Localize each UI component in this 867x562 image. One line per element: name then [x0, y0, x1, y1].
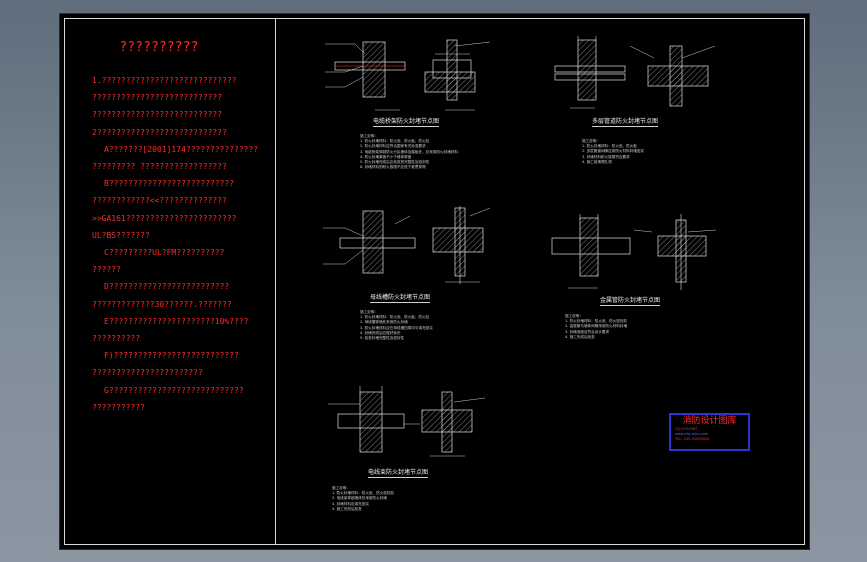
note-line: F)??????????????????????????	[104, 351, 239, 361]
notes-title: ??????????	[120, 40, 199, 55]
note-line: C?????????UL?FM??????????	[104, 248, 225, 258]
multilayer-pipe-specs: 施工说明： 1. 防火封堵材料：防火泥、防火板 2. 多层管道间隙应用防火材料封…	[582, 139, 645, 164]
wire-bundle-detail	[320, 384, 500, 464]
library-stamp: 消防设计图库 QQ:1234567 www.xfsj-tuku.com TEL:…	[669, 413, 750, 451]
note-line: A???????[2001]174???????????????	[104, 144, 259, 154]
note-line: ???????????	[92, 402, 145, 412]
note-line: ?????????????30??????.???????	[92, 299, 232, 309]
frame-divider	[275, 19, 276, 544]
cable-tray-specs: 施工说明： 1. 防火封堵材料：防火泥、防火板、防火包 2. 防火封堵材料应符合…	[360, 134, 459, 170]
note-line: >>GA161???????????????????????	[92, 213, 237, 223]
note-line: ???????????????????????????	[92, 93, 223, 103]
drawing-frame	[64, 18, 805, 545]
cable-tray-caption: 电缆桥架防火封堵节点图	[373, 118, 440, 127]
note-line: ???????????????????????????	[92, 110, 223, 120]
note-line: ????????? ??????????????????	[92, 162, 227, 172]
note-line: ????????????<<??????????????	[92, 196, 227, 206]
note-line: E??????????????????????10%????	[104, 316, 249, 326]
wire-bundle-caption: 电线束防火封堵节点图	[368, 469, 429, 478]
note-line: 2???????????????????????????	[92, 127, 227, 137]
note-line: 1.????????????????????????????	[92, 76, 237, 85]
wire-bundle-specs: 施工说明： 1. 防火封堵材料：防火泥、防火密封胶 2. 电线束穿越墙体处采用防…	[332, 486, 395, 511]
multilayer-pipe-detail	[550, 28, 730, 118]
notes-panel: 1.???????????????????????????? ?????????…	[92, 72, 274, 416]
multilayer-pipe-caption: 多层管道防火封堵节点图	[592, 118, 659, 127]
busway-specs: 施工说明： 1. 防火封堵材料：防火泥、防火板、防火包 2. 母线槽穿墙处采用防…	[360, 310, 433, 341]
note-line: B??????????????????????????	[104, 179, 235, 189]
stamp-line: www.xfsj-tuku.com	[675, 432, 709, 436]
metal-pipe-caption: 金属管防火封堵节点图	[600, 297, 661, 306]
note-line: ??????????	[92, 334, 141, 344]
busway-detail	[315, 206, 505, 291]
note-line: ??????	[92, 265, 121, 275]
busway-caption: 母线槽防火封堵节点图	[370, 294, 431, 303]
stamp-line: QQ:1234567	[675, 427, 698, 431]
cable-tray-detail	[315, 32, 515, 122]
metal-pipe-specs: 施工说明： 1. 防火封堵材料：防火泥、防火密封胶 2. 金属管与墙体间隙采用防…	[565, 314, 628, 339]
drawing-sheet: ?????????? 1.???????????????????????????…	[59, 13, 810, 550]
metal-pipe-detail	[548, 210, 728, 295]
stamp-title: 消防设计图库	[682, 416, 737, 426]
note-line: ???????????????????????	[92, 368, 203, 378]
note-line: D?????????????????????????	[104, 282, 230, 292]
note-line: G????????????????????????????	[104, 385, 244, 395]
note-line: UL?BS???????	[92, 230, 150, 240]
stamp-line: TEL: 000-00000000	[675, 437, 710, 441]
